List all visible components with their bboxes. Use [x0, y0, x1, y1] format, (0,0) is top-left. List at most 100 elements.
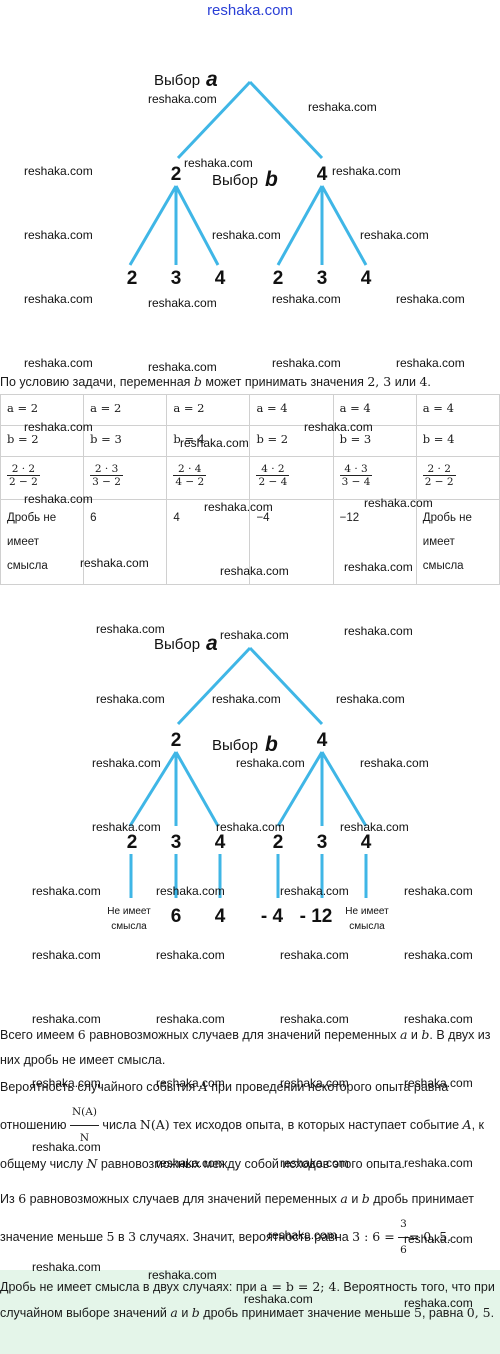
- paragraph-probability-calc: Из 6 равновозможных случаев для значений…: [0, 1186, 498, 1263]
- watermark: reshaka.com: [280, 1012, 349, 1026]
- tree2-result: 6: [171, 906, 182, 927]
- watermark: reshaka.com: [280, 884, 349, 898]
- watermark: reshaka.com: [180, 436, 249, 450]
- watermark: reshaka.com: [404, 1076, 473, 1090]
- watermark: reshaka.com: [396, 292, 465, 306]
- probability-tree-1: Выбор a Выбор b 2 4 2 3 4 2 3 4: [127, 68, 372, 289]
- tree1-choice-a-label: Выбор: [154, 72, 200, 89]
- watermark: reshaka.com: [360, 756, 429, 770]
- watermark: reshaka.com: [220, 628, 289, 642]
- table-cell: a = 2: [0, 394, 85, 426]
- table-cell: a = 4: [415, 394, 500, 426]
- watermark: reshaka.com: [272, 292, 341, 306]
- tree2-leaf: 4: [361, 832, 372, 853]
- watermark: reshaka.com: [216, 820, 285, 834]
- cases-table: a = 2 a = 2 a = 2 a = 4 a = 4 a = 4 b = …: [0, 394, 500, 585]
- watermark: reshaka.com: [156, 948, 225, 962]
- table-cell: Дробь не имеет смысла: [0, 499, 85, 585]
- watermark: reshaka.com: [32, 1012, 101, 1026]
- watermark: reshaka.com: [272, 356, 341, 370]
- tree1-leaf: 4: [215, 268, 226, 289]
- table-cell: b = 3: [332, 425, 417, 457]
- watermark: reshaka.com: [24, 164, 93, 178]
- watermark: reshaka.com: [212, 228, 281, 242]
- watermark: reshaka.com: [360, 228, 429, 242]
- watermark: reshaka.com: [280, 1076, 349, 1090]
- watermark: reshaka.com: [396, 356, 465, 370]
- watermark: reshaka.com: [96, 622, 165, 636]
- table-cell: b = 4: [166, 425, 251, 457]
- table-cell: b = 3: [83, 425, 168, 457]
- tree2-result-no-sense: смысла: [111, 921, 147, 932]
- watermark: reshaka.com: [24, 492, 93, 506]
- watermark: reshaka.com: [148, 92, 217, 106]
- tree1-choice-a-var: a: [206, 68, 218, 91]
- tree2-choice-b-label: Выбор: [212, 737, 258, 754]
- tree1-node-a4: 4: [317, 164, 328, 185]
- watermark: reshaka.com: [156, 1076, 225, 1090]
- tree1-leaf: 3: [171, 268, 182, 289]
- tree1-leaf: 2: [127, 268, 138, 289]
- tree1-node-a2: 2: [171, 164, 182, 185]
- watermark: reshaka.com: [336, 692, 405, 706]
- watermark: reshaka.com: [404, 1296, 473, 1310]
- watermark: reshaka.com: [184, 156, 253, 170]
- watermark: reshaka.com: [332, 164, 401, 178]
- tree2-leaf: 2: [273, 832, 284, 853]
- watermark: reshaka.com: [280, 948, 349, 962]
- watermark: reshaka.com: [344, 624, 413, 638]
- watermark: reshaka.com: [96, 692, 165, 706]
- table-cell: 6: [83, 499, 168, 585]
- watermark: reshaka.com: [340, 820, 409, 834]
- watermark: reshaka.com: [24, 420, 93, 434]
- watermark: reshaka.com: [148, 296, 217, 310]
- watermark: reshaka.com: [404, 948, 473, 962]
- tree2-result: 4: [215, 906, 226, 927]
- watermark: reshaka.com: [308, 100, 377, 114]
- intro-text: По условию задачи, переменная b может пр…: [0, 374, 431, 389]
- paragraph-probability-definition: Вероятность случайного события A при про…: [0, 1079, 484, 1171]
- tree1-choice-b-var: b: [265, 168, 278, 191]
- table-cell: a = 4: [332, 394, 417, 426]
- watermark: reshaka.com: [32, 884, 101, 898]
- tree1-branches: [128, 80, 368, 266]
- watermark: reshaka.com: [404, 1156, 473, 1170]
- watermark: reshaka.com: [404, 1012, 473, 1026]
- watermark: reshaka.com: [268, 1228, 337, 1242]
- tree1-leaf: 4: [361, 268, 372, 289]
- watermark: reshaka.com: [156, 1156, 225, 1170]
- watermark: reshaka.com: [304, 420, 373, 434]
- watermark: reshaka.com: [156, 884, 225, 898]
- watermark: reshaka.com: [80, 556, 149, 570]
- tree2-result-no-sense: смысла: [349, 921, 385, 932]
- site-link[interactable]: reshaka.com: [207, 2, 293, 19]
- tree2-result: - 12: [300, 906, 333, 927]
- watermark: reshaka.com: [32, 1140, 101, 1154]
- tree2-choice-b-var: b: [265, 733, 278, 756]
- tree2-node-a2: 2: [171, 730, 182, 751]
- table-cell: b = 4: [415, 425, 500, 457]
- tree2-result: - 4: [261, 906, 284, 927]
- watermark: reshaka.com: [24, 356, 93, 370]
- watermark: reshaka.com: [404, 884, 473, 898]
- watermark: reshaka.com: [156, 1012, 225, 1026]
- watermark: reshaka.com: [220, 564, 289, 578]
- tree2-choice-a-var: a: [206, 632, 218, 655]
- answer-text: Дробь не имеет смысла в двух случаях: пр…: [0, 1279, 495, 1320]
- tree1-leaf: 3: [317, 268, 328, 289]
- watermark: reshaka.com: [32, 948, 101, 962]
- table-cell: Дробь не имеет смысла: [415, 499, 500, 585]
- watermark: reshaka.com: [244, 1292, 313, 1306]
- tree2-leaf: 4: [215, 832, 226, 853]
- watermark: reshaka.com: [344, 560, 413, 574]
- watermark: reshaka.com: [32, 1260, 101, 1274]
